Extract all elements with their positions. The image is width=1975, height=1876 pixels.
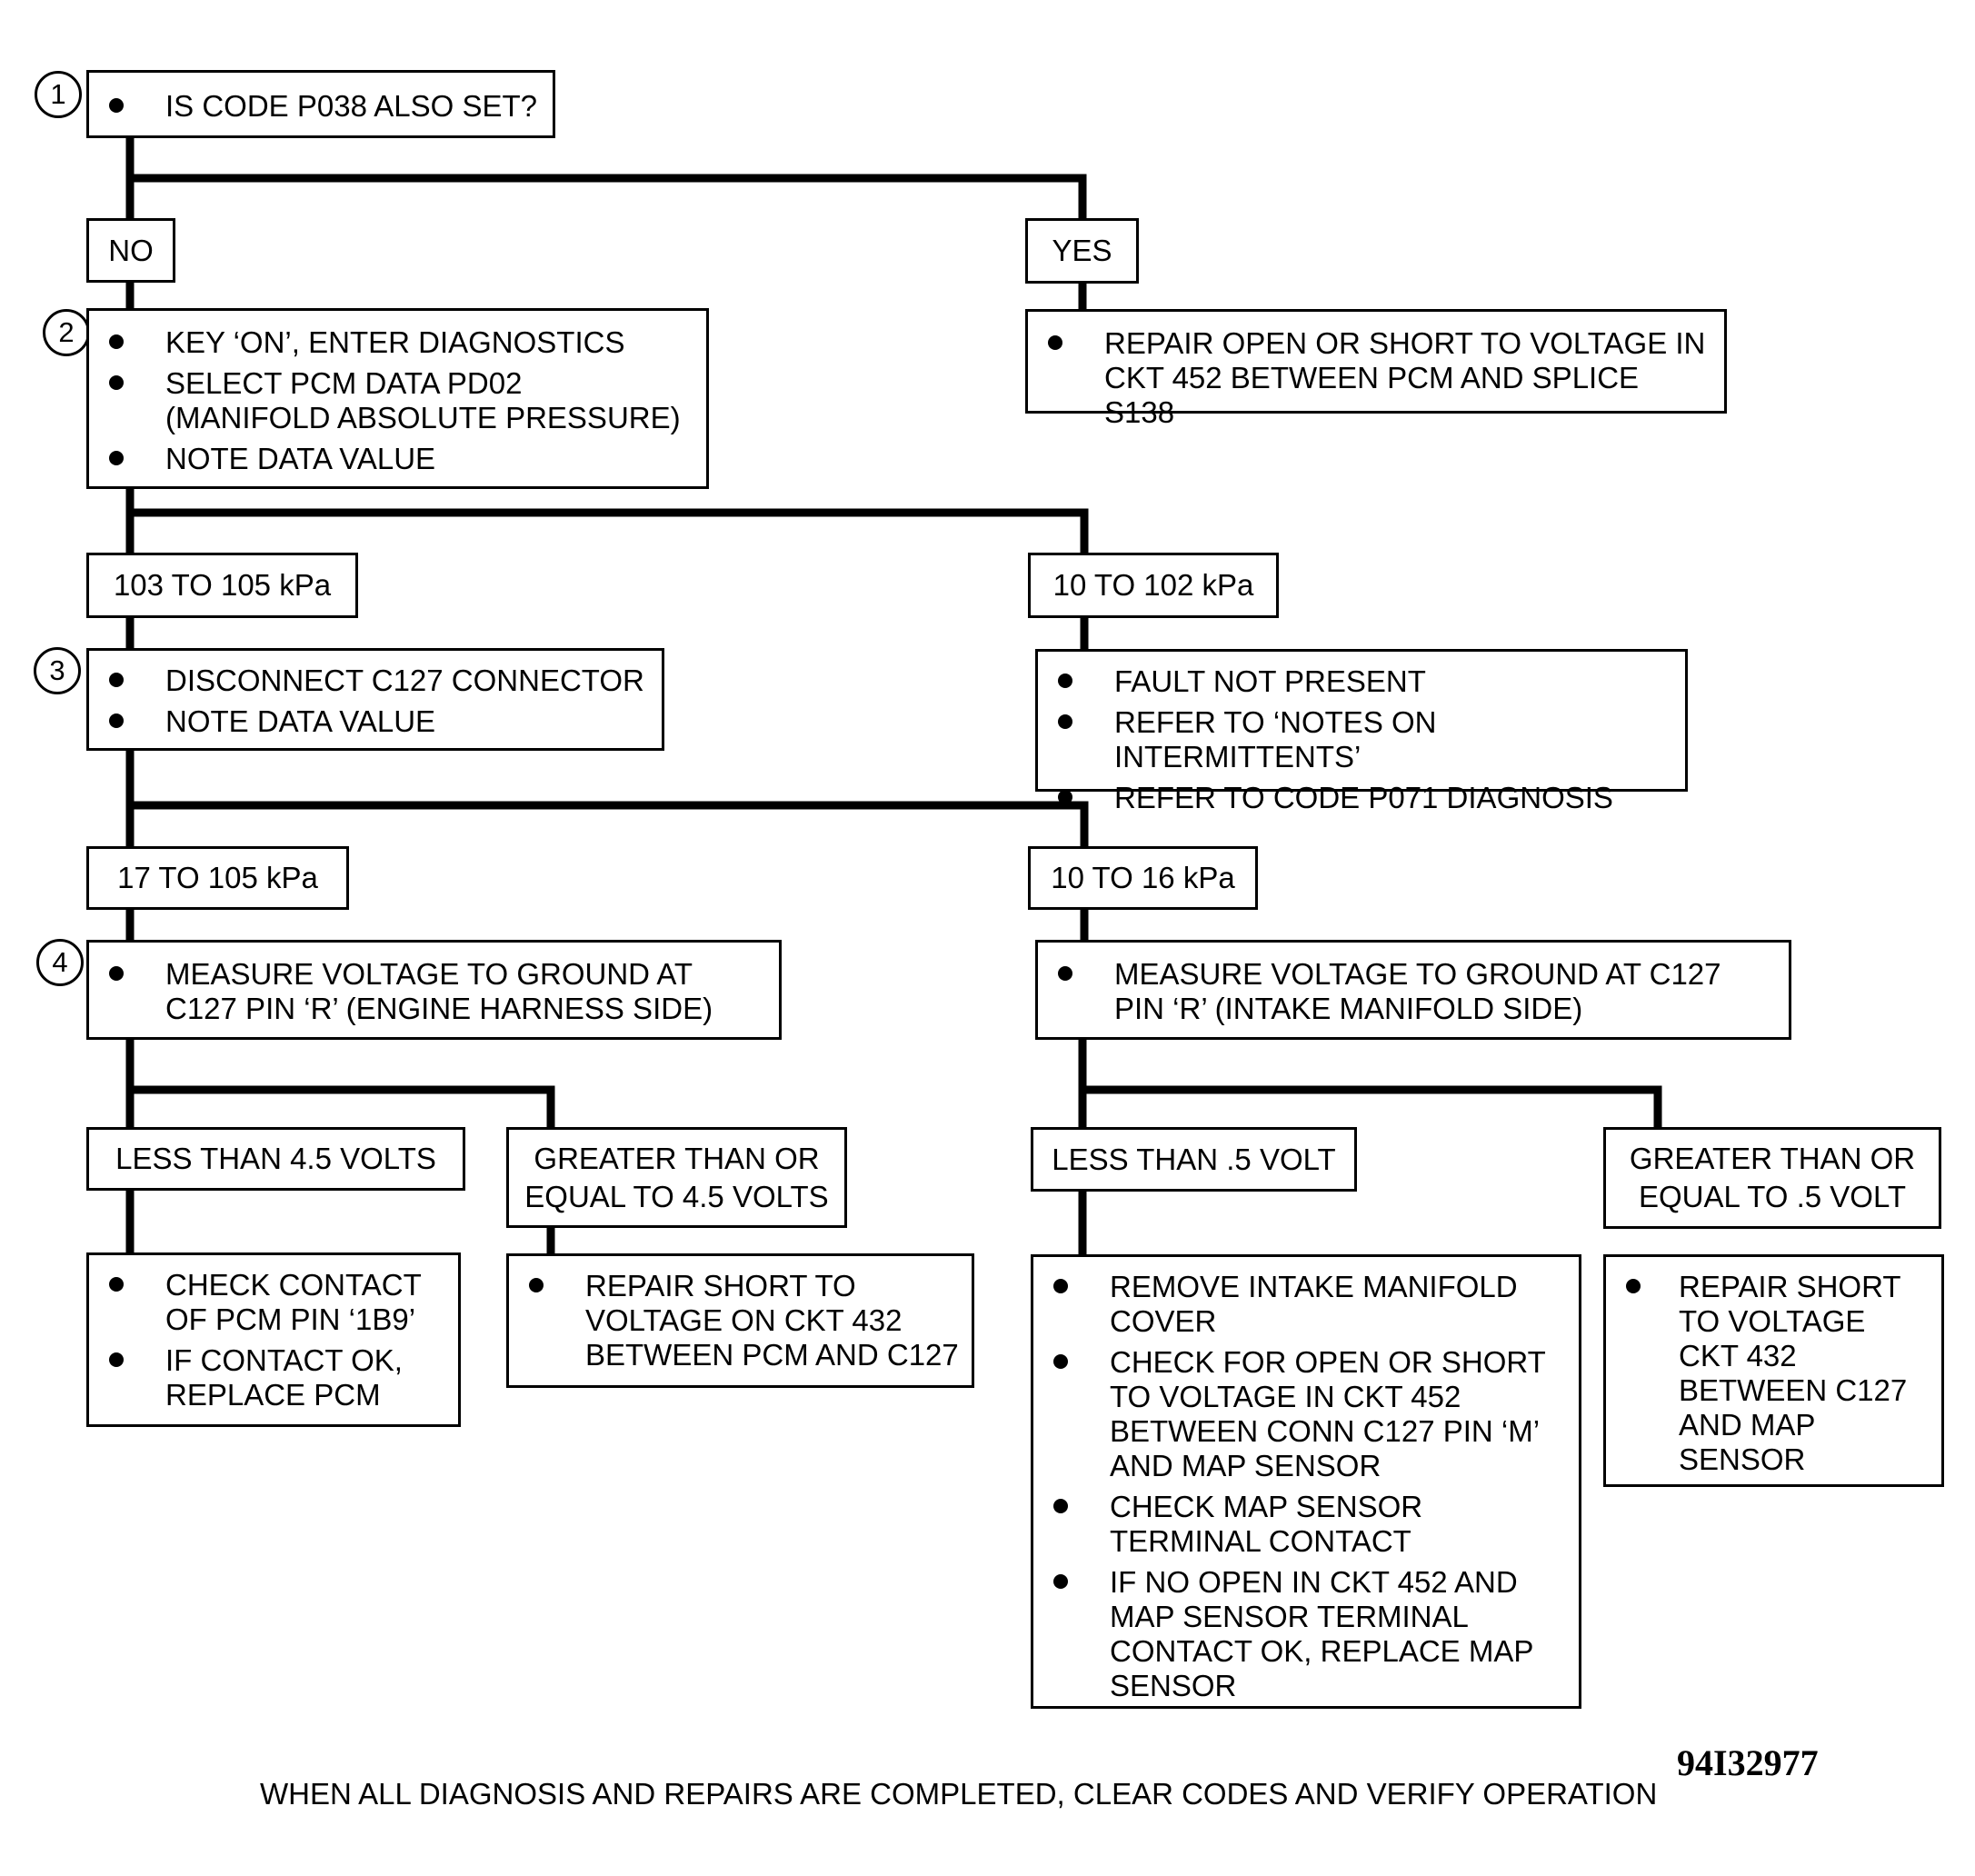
yes-action-text: REPAIR OPEN OR SHORT TO VOLTAGE IN CKT 4… <box>1104 326 1706 429</box>
branch-no-label: NO <box>86 218 175 283</box>
bullet-icon <box>109 375 124 390</box>
bullet-icon <box>1058 966 1072 981</box>
bullet-icon <box>529 1278 544 1292</box>
bullet-icon <box>109 1352 124 1367</box>
intake-manifold-measure-box: MEASURE VOLTAGE TO GROUND AT C127 PIN ‘R… <box>1035 940 1791 1040</box>
action-a-item-2: IF CONTACT OK, REPLACE PCM <box>165 1343 403 1412</box>
repair-short-ckt-432-pcm-box: REPAIR SHORT TO VOLTAGE ON CKT 432 BETWE… <box>506 1253 974 1388</box>
action-a-item-1: CHECK CONTACT OF PCM PIN ‘1B9’ <box>165 1268 422 1336</box>
step3-item-1: DISCONNECT C127 CONNECTOR <box>165 664 644 697</box>
right3-action-text: MEASURE VOLTAGE TO GROUND AT C127 PIN ‘R… <box>1114 957 1721 1025</box>
action-b-text: REPAIR SHORT TO VOLTAGE ON CKT 432 BETWE… <box>585 1269 959 1372</box>
branch-ge-4-5-volts-label: GREATER THAN OR EQUAL TO 4.5 VOLTS <box>506 1127 847 1228</box>
bullet-icon <box>1053 1574 1068 1589</box>
bullet-icon <box>1058 674 1072 688</box>
bullet-icon <box>109 713 124 728</box>
branch-less-4-5-volts-label: LESS THAN 4.5 VOLTS <box>86 1127 465 1191</box>
right2-item-1: FAULT NOT PRESENT <box>1114 664 1426 698</box>
step3-item-2: NOTE DATA VALUE <box>165 704 436 738</box>
bullet-icon <box>109 673 124 687</box>
step3-box: DISCONNECT C127 CONNECTOR NOTE DATA VALU… <box>86 648 664 751</box>
action-c-item-3: CHECK MAP SENSOR TERMINAL CONTACT <box>1110 1490 1423 1558</box>
step2-box: KEY ‘ON’, ENTER DIAGNOSTICS SELECT PCM D… <box>86 308 709 489</box>
right2-item-3: REFER TO CODE P071 DIAGNOSIS <box>1114 781 1613 814</box>
branch-less-0-5-volt-label: LESS THAN .5 VOLT <box>1031 1127 1357 1192</box>
bullet-icon <box>109 451 124 465</box>
action-c-item-1: REMOVE INTAKE MANIFOLD COVER <box>1110 1270 1518 1338</box>
bullet-icon <box>1053 1354 1068 1369</box>
branch-10-102-kpa-label: 10 TO 102 kPa <box>1028 553 1279 618</box>
bullet-icon <box>1626 1279 1641 1293</box>
step2-item-3: NOTE DATA VALUE <box>165 442 436 475</box>
bullet-icon <box>109 966 124 981</box>
action-d-text: REPAIR SHORT TO VOLTAGE CKT 432 BETWEEN … <box>1679 1270 1908 1476</box>
footer-note: WHEN ALL DIAGNOSIS AND REPAIRS ARE COMPL… <box>260 1777 1658 1811</box>
step1-text: IS CODE P038 ALSO SET? <box>165 89 538 123</box>
bullet-icon <box>1053 1279 1068 1293</box>
branch-17-105-kpa-label: 17 TO 105 kPa <box>86 846 349 910</box>
action-c-item-2: CHECK FOR OPEN OR SHORT TO VOLTAGE IN CK… <box>1110 1345 1546 1482</box>
bullet-icon <box>1058 714 1072 729</box>
bullet-icon <box>1048 335 1062 350</box>
bullet-icon <box>109 1277 124 1292</box>
fault-not-present-box: FAULT NOT PRESENT REFER TO ‘NOTES ON INT… <box>1035 649 1688 814</box>
step4-text: MEASURE VOLTAGE TO GROUND AT C127 PIN ‘R… <box>165 957 713 1025</box>
branch-10-16-kpa-label: 10 TO 16 kPa <box>1028 846 1258 910</box>
step-marker-4: 4 <box>36 939 84 986</box>
step1-question-box: IS CODE P038 ALSO SET? <box>86 70 555 138</box>
right2-item-2: REFER TO ‘NOTES ON INTERMITTENTS’ <box>1114 705 1437 773</box>
action-c-item-4: IF NO OPEN IN CKT 452 AND MAP SENSOR TER… <box>1110 1565 1533 1702</box>
step-marker-1: 1 <box>35 71 82 118</box>
figure-id: 94I32977 <box>1677 1742 1819 1783</box>
bullet-icon <box>109 98 124 113</box>
branch-yes-label: YES <box>1025 218 1139 284</box>
check-pcm-pin-box: CHECK CONTACT OF PCM PIN ‘1B9’ IF CONTAC… <box>86 1252 461 1427</box>
branch-103-105-kpa-label: 103 TO 105 kPa <box>86 553 358 618</box>
step4-box: MEASURE VOLTAGE TO GROUND AT C127 PIN ‘R… <box>86 940 782 1040</box>
step-marker-3: 3 <box>34 647 81 694</box>
bullet-icon <box>109 334 124 349</box>
branch-ge-0-5-volt-label: GREATER THAN OR EQUAL TO .5 VOLT <box>1603 1127 1941 1229</box>
repair-short-ckt-432-map-box: REPAIR SHORT TO VOLTAGE CKT 432 BETWEEN … <box>1603 1254 1944 1487</box>
bullet-icon <box>1053 1499 1068 1513</box>
bullet-icon <box>1058 790 1072 804</box>
step-marker-2: 2 <box>43 309 90 356</box>
step2-item-1: KEY ‘ON’, ENTER DIAGNOSTICS <box>165 325 625 359</box>
intake-manifold-repair-box: REMOVE INTAKE MANIFOLD COVER CHECK FOR O… <box>1031 1254 1581 1709</box>
yes-action-box: REPAIR OPEN OR SHORT TO VOLTAGE IN CKT 4… <box>1025 309 1727 429</box>
step2-item-2: SELECT PCM DATA PD02 (MANIFOLD ABSOLUTE … <box>165 366 681 434</box>
